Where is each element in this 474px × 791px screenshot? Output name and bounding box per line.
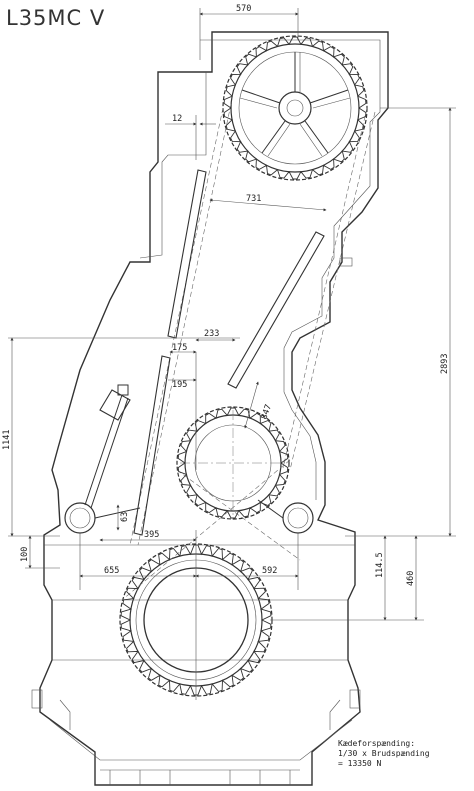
dim-655: 655 — [104, 566, 119, 576]
dim-395: 395 — [144, 530, 159, 540]
tensioner — [64, 384, 314, 534]
dim-233: 233 — [204, 329, 219, 339]
frame-outline — [31, 31, 389, 786]
dim-63: 63 — [120, 512, 130, 522]
dim-1141: 1141 — [2, 430, 12, 450]
note-line-1: Kædeforspænding: — [338, 739, 416, 748]
chain-pretension-note: Kædeforspænding: 1/30 x Brudspænding = 1… — [338, 739, 430, 769]
dim-847: 847 — [259, 403, 274, 421]
dimension-lines — [8, 8, 456, 700]
dim-175: 175 — [172, 343, 187, 353]
upper-sprocket — [222, 35, 368, 181]
note-line-2: 1/30 x Brudspænding — [338, 749, 430, 758]
intermediate-sprocket-teeth — [177, 407, 289, 519]
crankshaft-sprocket-teeth — [120, 544, 272, 696]
chain-guides — [133, 169, 325, 536]
dim-2893: 2893 — [440, 354, 450, 374]
chain — [121, 103, 376, 601]
dim-592: 592 — [262, 566, 277, 576]
upper-sprocket-teeth — [223, 36, 367, 180]
dim-731: 731 — [246, 194, 261, 204]
note-line-3: = 13350 N — [338, 759, 382, 768]
dim-195: 195 — [172, 380, 187, 390]
dim-570: 570 — [236, 4, 251, 14]
dim-12: 12 — [172, 114, 182, 124]
dim-460: 460 — [406, 571, 416, 586]
intermediate-sprocket — [176, 406, 290, 520]
dim-114-5: 114.5 — [375, 552, 385, 578]
dim-100: 100 — [20, 547, 30, 562]
drawing-title: L35MC V — [6, 6, 106, 30]
